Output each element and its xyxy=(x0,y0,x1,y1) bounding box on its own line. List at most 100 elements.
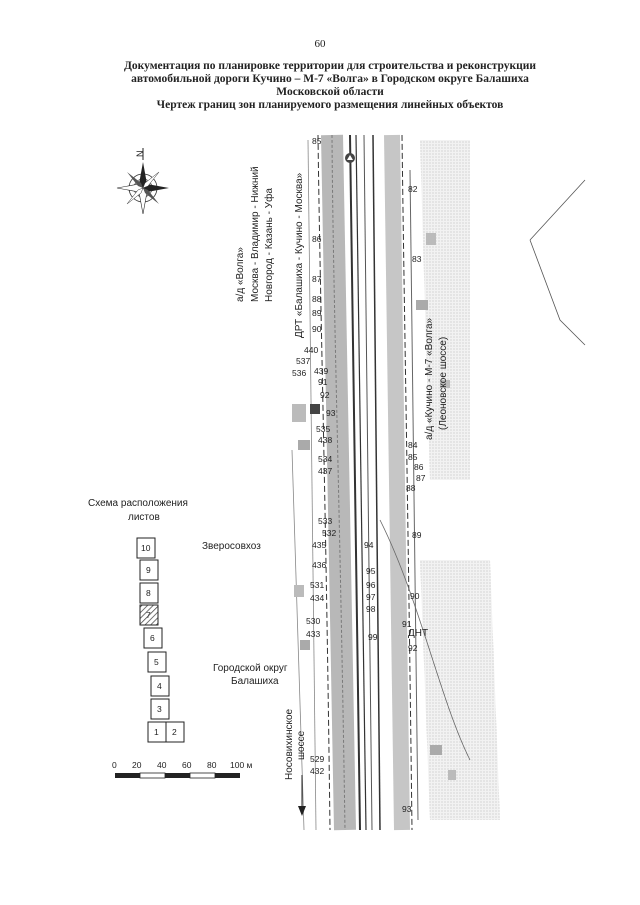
sheet-box xyxy=(139,582,159,604)
sheet-number: 8 xyxy=(146,588,151,598)
point-label: 529 xyxy=(310,754,324,764)
sheet-box xyxy=(139,559,159,581)
point-label: 97 xyxy=(366,592,376,602)
sheet-scheme-title-2: листов xyxy=(128,512,160,523)
scale-bar: 0 20 40 60 80 100 м xyxy=(112,760,253,779)
point-label: 440 xyxy=(304,345,318,355)
point-label: 93 xyxy=(326,408,336,418)
sheet-number: 1 xyxy=(154,727,159,737)
point-label: 89 xyxy=(312,308,322,318)
scale-tick-label: 80 xyxy=(207,760,217,770)
point-label: 99 xyxy=(368,632,378,642)
scale-tick-label: 60 xyxy=(182,760,192,770)
point-label: 82 xyxy=(408,184,418,194)
point-label: 439 xyxy=(314,366,328,376)
point-label: 83 xyxy=(412,254,422,264)
point-label: 96 xyxy=(366,580,376,590)
point-label: 434 xyxy=(310,593,324,603)
point-label: 432 xyxy=(310,766,324,776)
point-label: 94 xyxy=(364,540,374,550)
label-volga-road-1: а/д «Волга» xyxy=(235,247,246,302)
point-label: 90 xyxy=(410,591,420,601)
title-line-3: Московской области xyxy=(276,86,384,98)
sheet-number: 2 xyxy=(172,727,177,737)
label-kuchino-road-1: а/д «Кучино - М-7 «Волга» xyxy=(424,317,435,440)
point-label: 87 xyxy=(312,274,322,284)
point-label: 90 xyxy=(312,324,322,334)
point-label: 92 xyxy=(320,390,330,400)
point-label: 93 xyxy=(402,804,412,814)
point-label: 98 xyxy=(366,604,376,614)
sheet-box xyxy=(165,721,185,743)
point-label: 533 xyxy=(318,516,332,526)
sheet-scheme: Схема расположения листов 10 9 8 7 6 5 4… xyxy=(88,498,188,743)
sheet-number-current: 7 xyxy=(146,610,151,620)
point-label: 534 xyxy=(318,454,332,464)
points-center: 94 95 96 97 98 99 xyxy=(364,540,378,642)
point-label: 530 xyxy=(306,616,320,626)
points-left: 85 86 87 88 89 90 440 537 536 439 91 92 … xyxy=(292,136,336,776)
point-label: 535 xyxy=(316,424,330,434)
point-label: 91 xyxy=(318,377,328,387)
sheet-number: 9 xyxy=(146,565,151,575)
points-right: 82 83 84 85 86 87 88 89 90 91 92 93 xyxy=(402,184,426,814)
point-label: 86 xyxy=(312,234,322,244)
sheet-box xyxy=(136,537,156,559)
point-label: 86 xyxy=(414,462,424,472)
road-corridor xyxy=(291,134,419,831)
label-volga-road-3: Новгород - Казань - Уфа xyxy=(263,188,275,302)
label-railway: ДРТ «Балашиха - Кучино - Москва» xyxy=(294,172,305,338)
sheet-number: 10 xyxy=(141,543,151,553)
point-label: 536 xyxy=(292,368,306,378)
station-marker-icon xyxy=(345,153,355,163)
point-label: 437 xyxy=(318,466,332,476)
title-line-4: Чертеж границ зон планируемого размещени… xyxy=(156,99,504,111)
left-buildings xyxy=(292,404,320,650)
point-label: 88 xyxy=(406,483,416,493)
scale-segment xyxy=(115,773,140,778)
scale-tick-label: 20 xyxy=(132,760,142,770)
scale-segment xyxy=(139,772,166,779)
label-dnt: ДНТ xyxy=(408,628,428,639)
label-gorodskoy-okrug-2: Балашиха xyxy=(231,676,279,687)
point-label: 92 xyxy=(408,643,418,653)
point-label: 438 xyxy=(318,435,332,445)
page-number: 60 xyxy=(314,38,326,50)
point-label: 84 xyxy=(408,440,418,450)
point-label: 85 xyxy=(312,136,322,146)
scale-tick-label: 40 xyxy=(157,760,167,770)
point-label: 436 xyxy=(312,560,326,570)
point-label: 91 xyxy=(402,619,412,629)
title-line-1: Документация по планировке территории дл… xyxy=(124,60,536,72)
scale-segment xyxy=(189,772,216,779)
point-label: 88 xyxy=(312,294,322,304)
label-nosovikhinskoe-1: Носовихинское xyxy=(284,708,295,780)
point-label: 89 xyxy=(412,530,422,540)
sheet-number: 5 xyxy=(154,657,159,667)
label-gorodskoy-okrug-1: Городской округ xyxy=(213,663,288,674)
compass-rose-icon xyxy=(116,148,169,215)
right-terrain xyxy=(379,140,586,820)
sheet-box xyxy=(147,651,167,673)
compass-north-label: N xyxy=(135,151,145,158)
point-label: 435 xyxy=(312,540,326,550)
point-label: 95 xyxy=(366,566,376,576)
label-zverosovkhoz: Зверосовхоз xyxy=(202,541,261,552)
label-kuchino-road-2: (Леоновское шоссе) xyxy=(438,337,449,430)
scale-tick-label: 100 м xyxy=(230,760,253,770)
point-label: 433 xyxy=(306,629,320,639)
scale-tick-label: 0 xyxy=(112,760,117,770)
sheet-number: 6 xyxy=(150,633,155,643)
label-volga-road-2: Москва - Владимир - Нижний xyxy=(250,166,261,302)
arrow-down-icon xyxy=(298,775,306,816)
point-label: 85 xyxy=(408,452,418,462)
point-label: 537 xyxy=(296,356,310,366)
sheet-box xyxy=(150,675,170,697)
sheet-box xyxy=(150,698,170,720)
sheet-number: 3 xyxy=(157,704,162,714)
point-label: 87 xyxy=(416,473,426,483)
sheet-box xyxy=(143,627,163,649)
label-nosovikhinskoe-2: шоссе xyxy=(296,730,307,760)
scale-segment xyxy=(215,773,240,778)
